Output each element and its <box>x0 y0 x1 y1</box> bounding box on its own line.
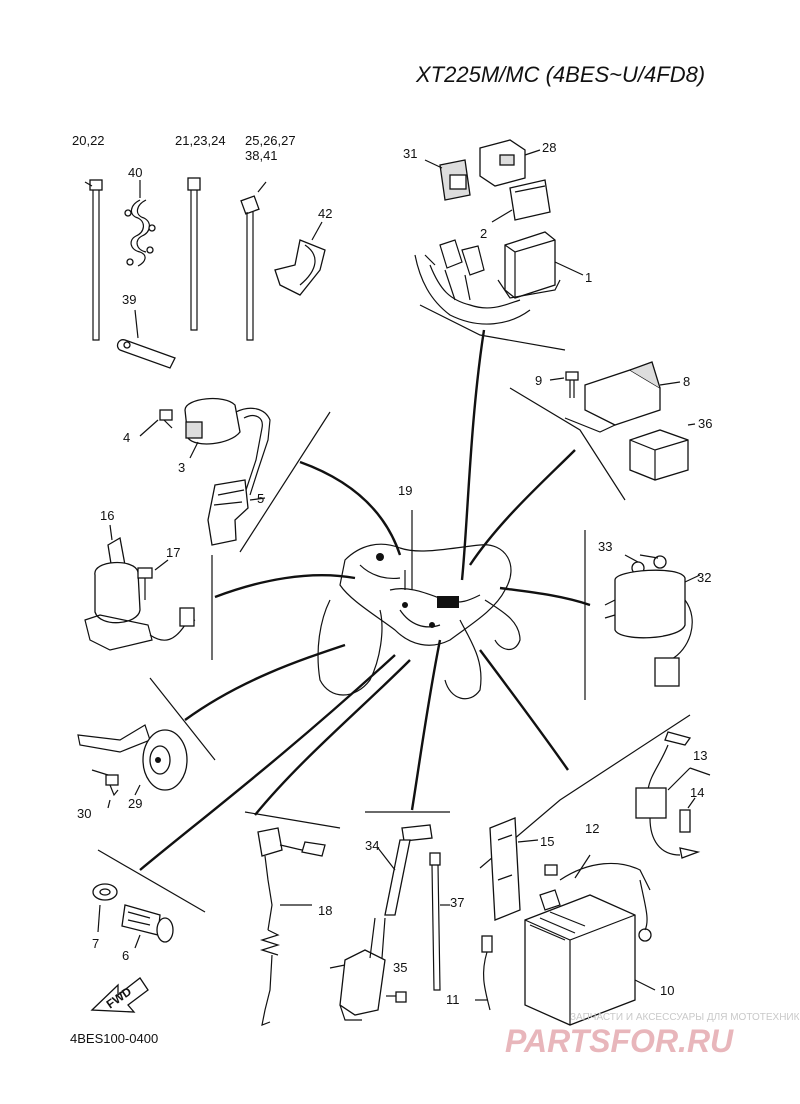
sidestand-switch-18 <box>257 827 326 1026</box>
callout-38-41: 38,41 <box>245 148 278 163</box>
bolt-30 <box>91 769 119 809</box>
callout-3: 3 <box>178 460 185 475</box>
plug-cap-5 <box>207 479 266 546</box>
bolt-6 <box>121 904 174 949</box>
cable-tie-25-26-27 <box>240 181 267 341</box>
cable-tie-21-23-24 <box>187 177 201 331</box>
callout-14: 14 <box>690 785 704 800</box>
connector-2 <box>491 179 551 223</box>
cable-tie-20-22 <box>84 179 103 341</box>
speed-sensor-assembly <box>329 917 407 1021</box>
callout-36: 36 <box>698 416 712 431</box>
callout-32: 32 <box>697 570 711 585</box>
callout-2: 2 <box>480 226 487 241</box>
central-frame-harness <box>317 543 521 700</box>
cable-tie-37 <box>429 852 450 991</box>
relay-31 <box>424 159 471 201</box>
callout-28: 28 <box>542 140 556 155</box>
callout-labels: 20,22 21,23,24 25,26,27 38,41 40 42 39 3… <box>72 133 712 1007</box>
main-switch-16 <box>84 524 196 651</box>
callout-4: 4 <box>123 430 130 445</box>
battery-10 <box>524 889 656 1026</box>
callout-40: 40 <box>128 165 142 180</box>
harness-connector-block <box>437 596 459 608</box>
callout-8: 8 <box>683 374 690 389</box>
callout-11: 11 <box>446 992 460 1007</box>
fuse-14 <box>679 797 696 833</box>
callout-20-22: 20,22 <box>72 133 105 148</box>
callout-39: 39 <box>122 292 136 307</box>
callout-18: 18 <box>318 903 332 918</box>
callout-21-23-24: 21,23,24 <box>175 133 226 148</box>
callout-37: 37 <box>450 895 464 910</box>
callout-42: 42 <box>318 206 332 221</box>
relay-28 <box>479 139 541 187</box>
callout-30: 30 <box>77 806 91 821</box>
ignition-coil-3 <box>184 397 271 496</box>
starter-relay-32 <box>604 569 701 687</box>
battery-band-15 <box>489 817 539 921</box>
callout-9: 9 <box>535 373 542 388</box>
battery-lead-12 <box>544 854 652 942</box>
callout-33: 33 <box>598 539 612 554</box>
callout-17: 17 <box>166 545 180 560</box>
callout-34: 34 <box>365 838 379 853</box>
fuse-holder-13 <box>635 731 711 859</box>
callout-13: 13 <box>693 748 707 763</box>
callout-35: 35 <box>393 960 407 975</box>
fwd-arrow: FWD <box>90 977 149 1013</box>
bolt-9 <box>549 371 579 398</box>
ground-lug-39 <box>116 309 176 369</box>
watermark-tagline: ЗАПЧАСТИ И АКСЕССУАРЫ ДЛЯ МОТОТЕХНИКИ <box>570 1012 800 1023</box>
clamp-42 <box>274 221 326 296</box>
bolts-33 <box>624 554 667 575</box>
watermark-brand: PARTSFOR.RU <box>505 1023 734 1059</box>
callout-12: 12 <box>585 821 599 836</box>
callout-31: 31 <box>403 146 417 161</box>
callout-6: 6 <box>122 948 129 963</box>
callout-7: 7 <box>92 936 99 951</box>
callout-19: 19 <box>398 483 412 498</box>
washer-7 <box>92 883 118 933</box>
callout-25-26-27: 25,26,27 <box>245 133 296 148</box>
watermark: ЗАПЧАСТИ И АКСЕССУАРЫ ДЛЯ МОТОТЕХНИКИ PA… <box>505 1012 800 1059</box>
diagram-code: 4BES100-0400 <box>70 1031 158 1046</box>
leader-lines <box>139 329 591 871</box>
bolt-4 <box>139 409 173 437</box>
screw-17 <box>137 559 169 600</box>
callout-10: 10 <box>660 983 674 998</box>
relay-36 <box>629 423 696 481</box>
wire-clip-40 <box>124 180 156 267</box>
callout-1: 1 <box>585 270 592 285</box>
cdi-unit-1 <box>414 231 584 325</box>
horn-29 <box>77 724 188 796</box>
callout-16: 16 <box>100 508 114 523</box>
callout-29: 29 <box>128 796 142 811</box>
cap-34 <box>377 824 433 916</box>
diagram-title: XT225M/MC (4BES~U/4FD8) <box>415 62 705 87</box>
rectifier-regulator-8 <box>564 361 681 433</box>
breather-hose-11 <box>475 935 493 1011</box>
callout-15: 15 <box>540 834 554 849</box>
callout-5: 5 <box>257 491 264 506</box>
